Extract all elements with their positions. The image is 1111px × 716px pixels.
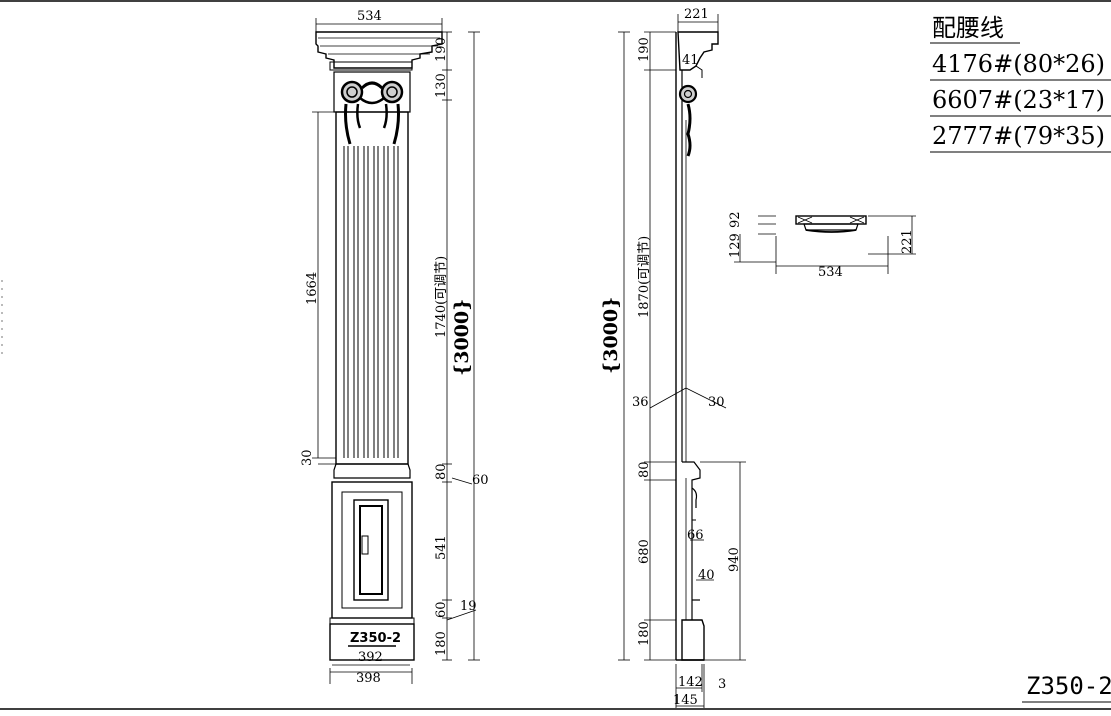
dim-height: 130 <box>434 73 449 98</box>
dim-side-height: 190 <box>637 37 652 62</box>
dim-adjustable-height: 1740(可调节) <box>434 256 449 338</box>
dim-bottom-width: 145 <box>673 693 698 708</box>
dim-side-total-height: {3000} <box>600 297 622 374</box>
dim-height: 541 <box>434 535 449 560</box>
dim-detail-width: 534 <box>818 265 843 280</box>
front-view: 534 <box>300 9 489 686</box>
dim-height: 60 <box>434 601 449 618</box>
dim-offset: 40 <box>698 568 715 583</box>
dim-projection: 41 <box>682 53 699 68</box>
dim-height: 180 <box>434 631 449 656</box>
dim-offset: 60 <box>472 473 489 488</box>
dim-side-height: 680 <box>637 539 652 564</box>
dim-side-height: 180 <box>637 621 652 646</box>
dim-offset: 19 <box>460 599 477 614</box>
dim-side-adjustable-height: 1870(可调节) <box>637 236 652 318</box>
dim-bottom-width: 3 <box>718 677 726 692</box>
dim-offset: 66 <box>687 528 704 543</box>
dim-detail-height: 92 <box>728 211 743 228</box>
legend-title: 配腰线 <box>932 14 1004 42</box>
dim-detail-total-height: 221 <box>900 229 915 254</box>
dim-base-inner: 392 <box>358 650 383 665</box>
model-code: Z350-2 <box>1026 672 1111 700</box>
dim-total-height: {3000} <box>451 299 473 376</box>
legend-item: 4176#(80*26) <box>932 50 1105 78</box>
legend-item: 2777#(79*35) <box>932 122 1105 150</box>
dim-height: 80 <box>434 463 449 480</box>
dim-base-outer: 398 <box>356 671 381 686</box>
shaft-flutes <box>343 146 399 458</box>
detail-section: 92 129 534 221 <box>728 211 916 280</box>
dim-shaft-height: 1664 <box>305 272 320 305</box>
dim-side-height: 80 <box>637 461 652 478</box>
dim-lower-height: 940 <box>727 547 742 572</box>
side-view: 221 41 190 1870(可调节) 80 680 180 <box>600 7 746 708</box>
dim-offset: 36 <box>632 395 649 410</box>
legend: 配腰线 4176#(80*26) 6607#(23*17) 2777#(79*3… <box>930 14 1111 153</box>
dim-bottom-width: 142 <box>678 675 703 690</box>
dim-shaft-gap: 30 <box>300 449 315 466</box>
dim-detail-height: 129 <box>728 233 743 258</box>
dim-side-top-width: 221 <box>684 7 709 22</box>
dim-height: 190 <box>434 37 449 62</box>
capital-ornament <box>340 80 404 145</box>
model-tag: Z350-2 <box>350 631 401 646</box>
legend-item: 6607#(23*17) <box>932 86 1105 114</box>
dim-offset: 30 <box>708 395 725 410</box>
dim-top-width: 534 <box>357 9 382 24</box>
